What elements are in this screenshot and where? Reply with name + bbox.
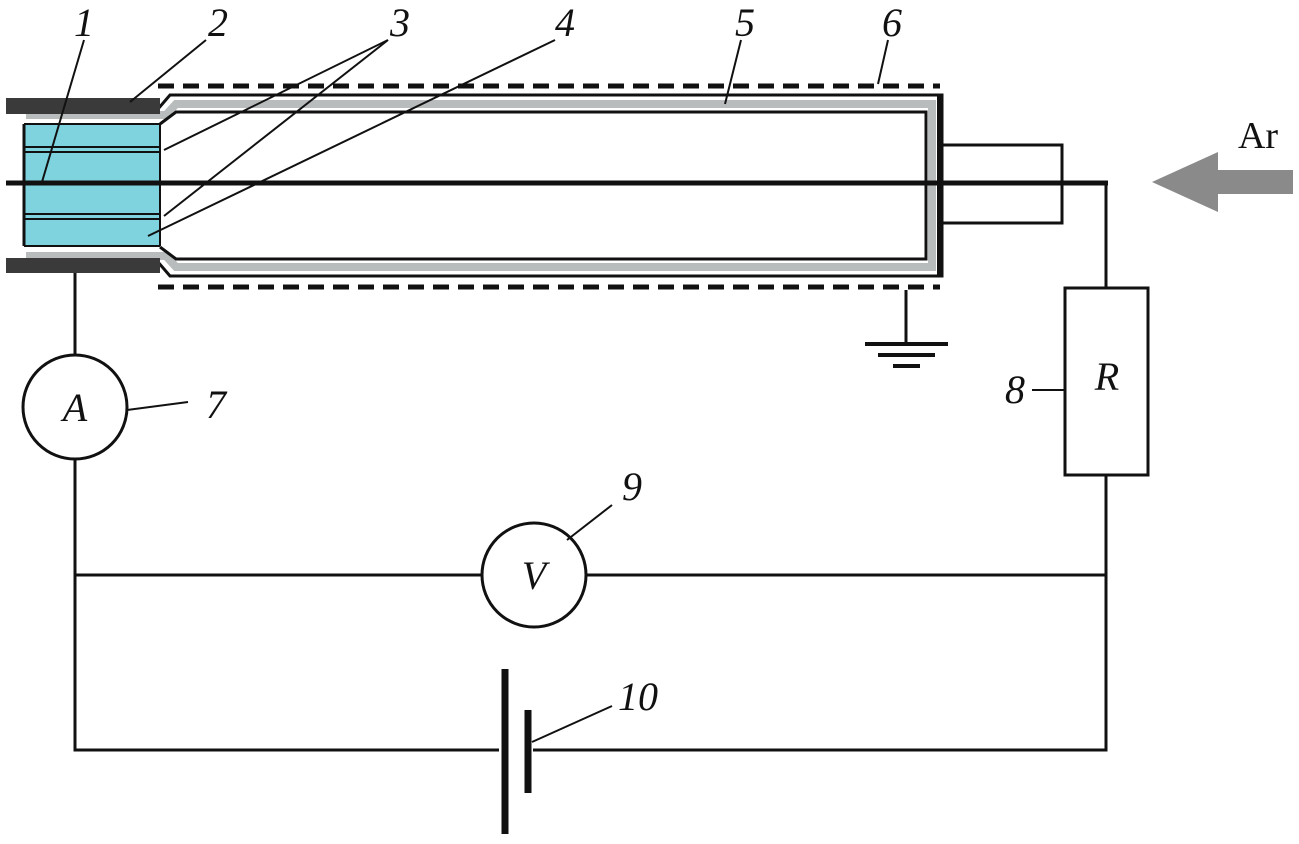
callout-2: 2 [208, 0, 228, 45]
voltmeter [480, 521, 588, 629]
gas-label: Ar [1238, 115, 1278, 157]
grounded-shield [158, 83, 940, 290]
callout-1: 1 [74, 0, 94, 45]
callout-10: 10 [618, 674, 658, 719]
argon-flow-arrow [1152, 152, 1293, 212]
callout-5: 5 [735, 0, 755, 45]
ground-symbol [865, 290, 948, 368]
callout-3: 3 [389, 0, 410, 45]
battery [499, 669, 533, 834]
callout-4: 4 [555, 0, 575, 45]
callout-6: 6 [882, 0, 902, 45]
voltmeter-symbol: V [522, 553, 551, 598]
callout-9: 9 [622, 464, 642, 509]
callout-7: 7 [206, 382, 228, 427]
circuit-wires [73, 183, 1108, 752]
callout-8: 8 [1005, 367, 1025, 412]
ammeter-symbol: A [60, 385, 88, 430]
ammeter [21, 353, 129, 461]
cathode-cap [6, 98, 160, 273]
resistor-symbol: R [1094, 354, 1119, 399]
callout-leader-lines [41, 39, 1065, 743]
resistor [1063, 286, 1150, 477]
